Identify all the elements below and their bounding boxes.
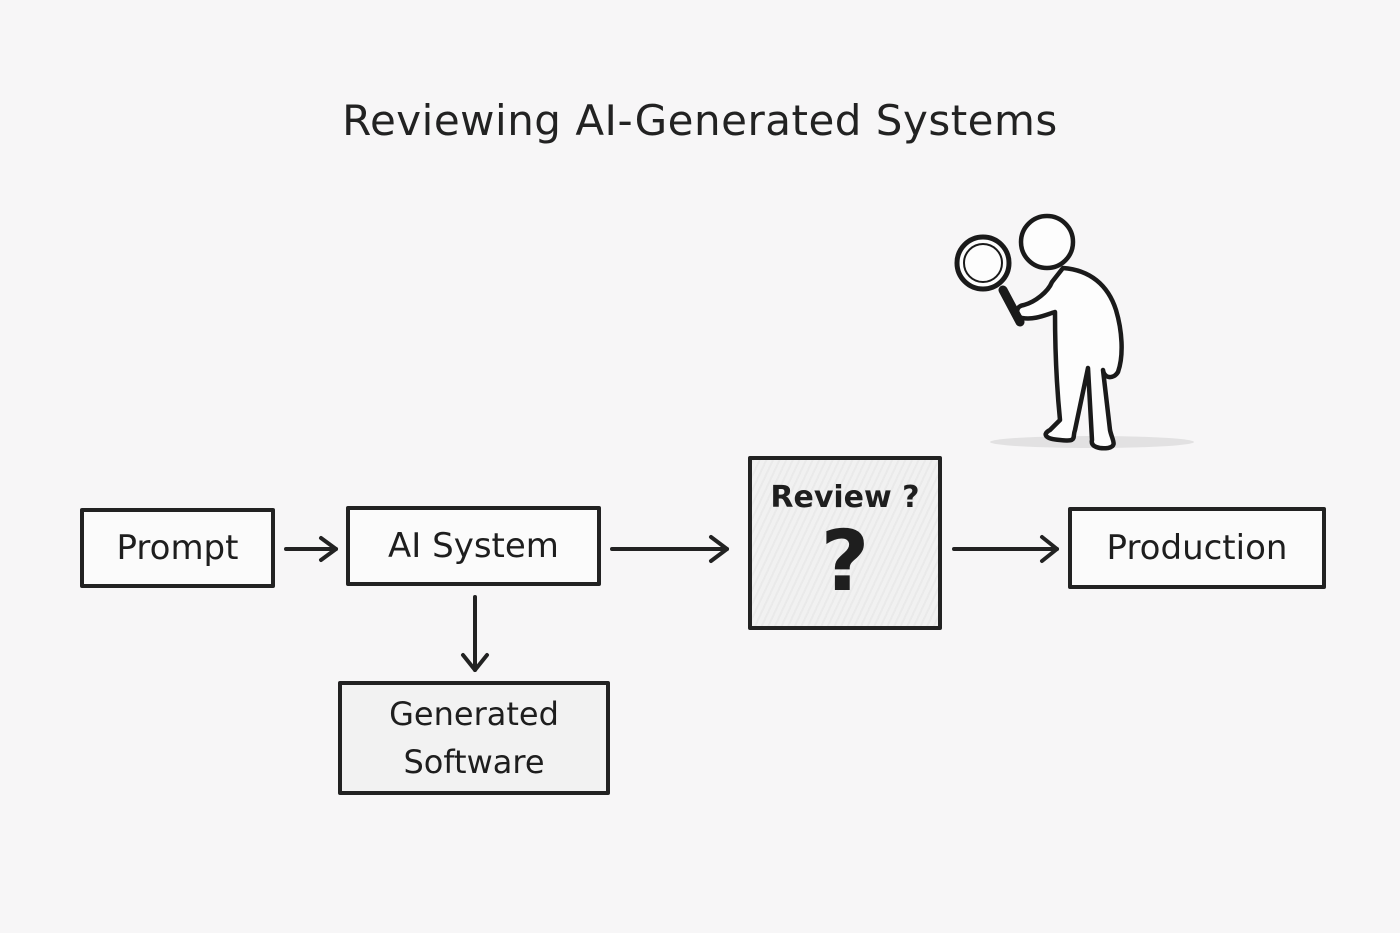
node-review: Review ? ? [748,456,942,630]
arrow-prompt-to-ai [284,536,338,562]
node-production-label: Production [1106,527,1288,568]
node-production: Production [1068,507,1326,589]
reviewer-person-icon [954,213,1194,451]
arrow-review-to-production [952,535,1059,563]
node-generated-software-line2: Software [403,743,545,781]
node-generated-software-line1: Generated [389,695,559,733]
node-generated-software: Generated Software [338,681,610,795]
diagram-title: Reviewing AI-Generated Systems [342,96,1058,145]
question-mark-icon: ? [820,512,870,610]
arrow-ai-to-generated [461,595,489,672]
node-prompt-label: Prompt [116,527,239,568]
arrow-ai-to-review [610,535,729,563]
node-review-label: Review ? [770,480,920,515]
node-prompt: Prompt [80,508,275,588]
magnifier-handle [998,285,1025,327]
node-ai-system: AI System [346,506,601,586]
person-body [1014,265,1124,451]
node-ai-system-label: AI System [388,525,559,566]
person-head [1018,213,1076,271]
